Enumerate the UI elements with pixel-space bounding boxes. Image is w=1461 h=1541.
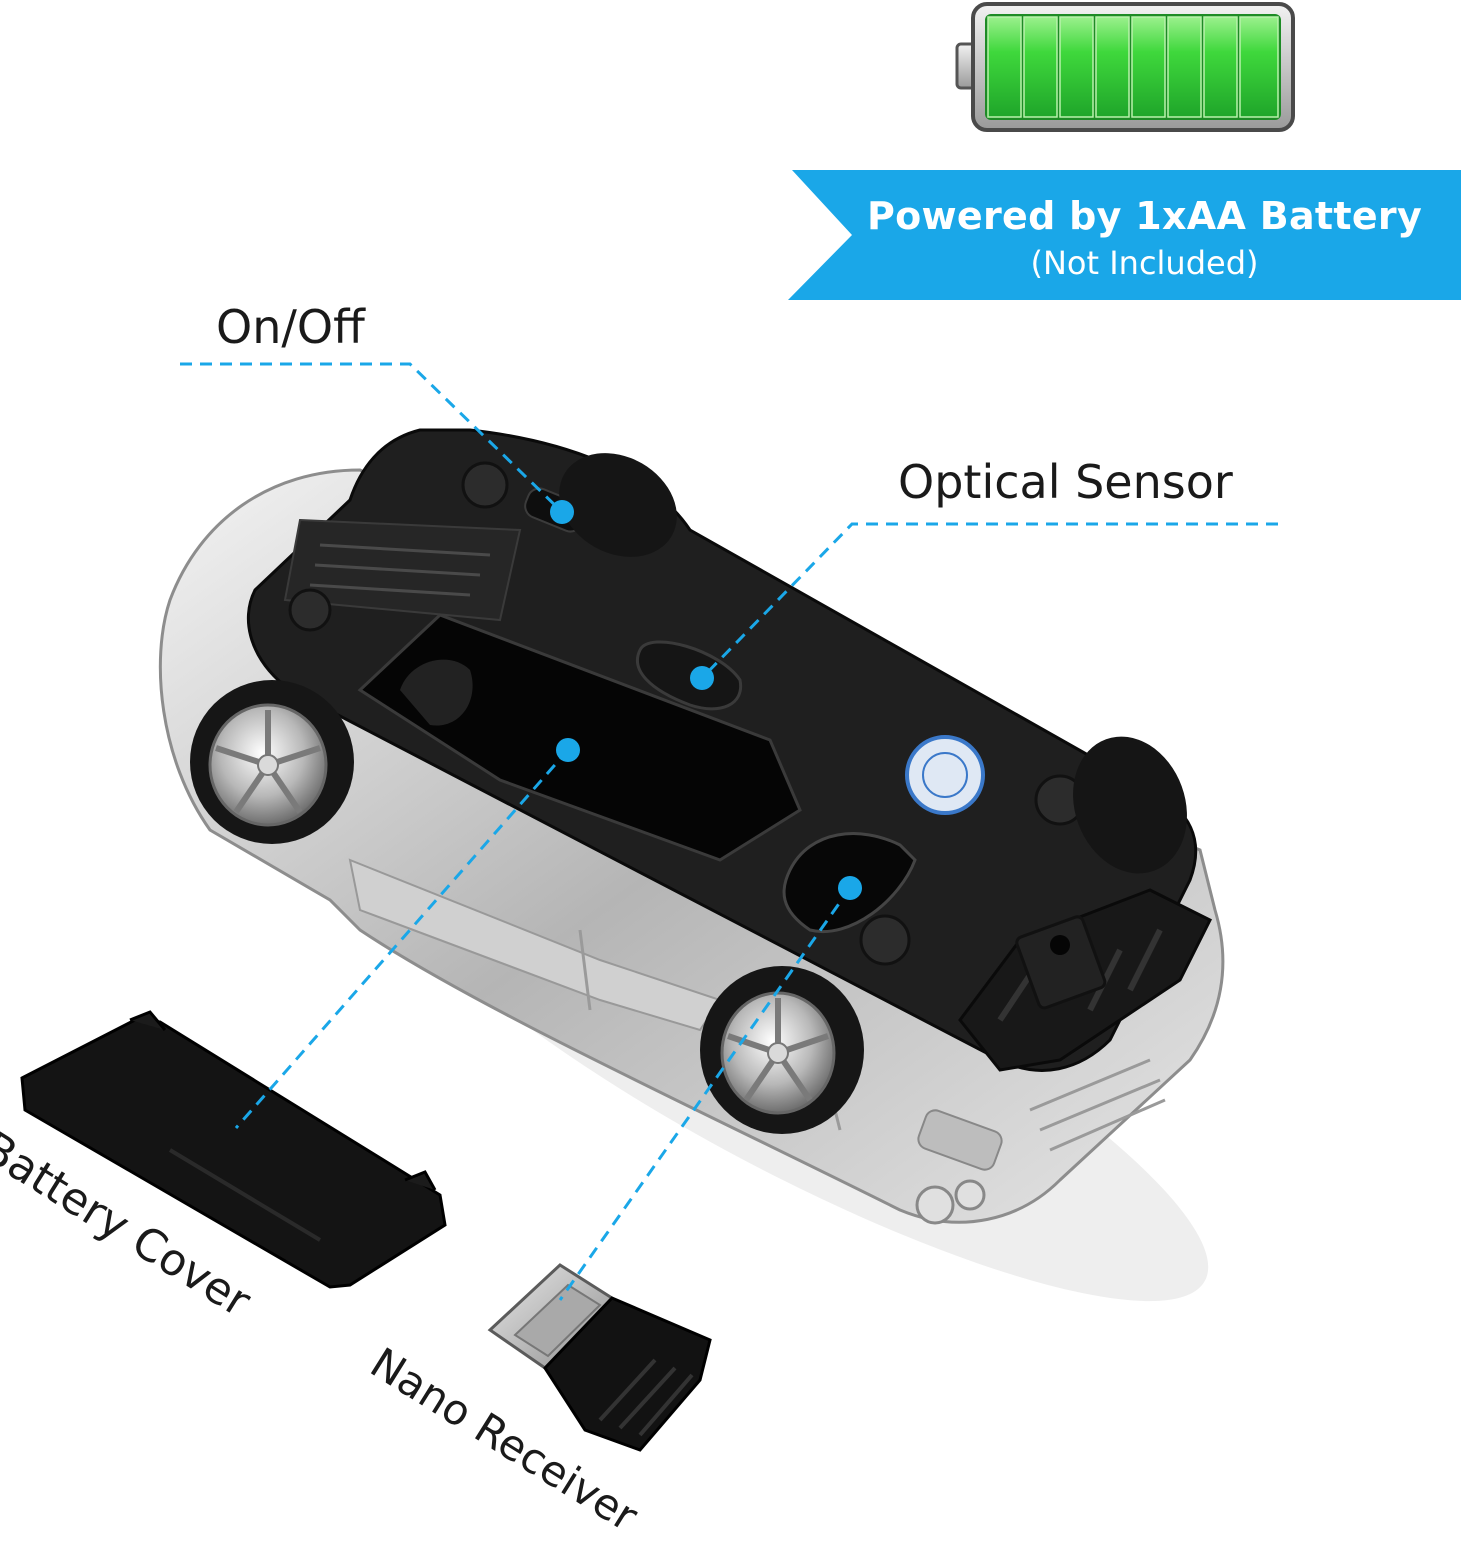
optical-sensor-label: Optical Sensor — [898, 455, 1233, 509]
battery-cover — [20, 1010, 447, 1289]
front-right-wheel — [1073, 736, 1187, 874]
battery-full-icon — [955, 2, 1295, 132]
power-banner: Powered by 1xAA Battery (Not Included) — [788, 170, 1461, 300]
callout-dots — [550, 500, 862, 900]
nano-receiver — [487, 1263, 712, 1452]
leader-lines — [180, 362, 1278, 1301]
banner-title: Powered by 1xAA Battery — [866, 194, 1423, 238]
front-left-wheel — [700, 966, 864, 1134]
on-off-label: On/Off — [216, 300, 365, 354]
rear-left-wheel — [190, 680, 354, 844]
rear-right-wheel — [559, 453, 677, 557]
banner-subtitle: (Not Included) — [1030, 244, 1259, 282]
product-illustration — [20, 362, 1278, 1452]
